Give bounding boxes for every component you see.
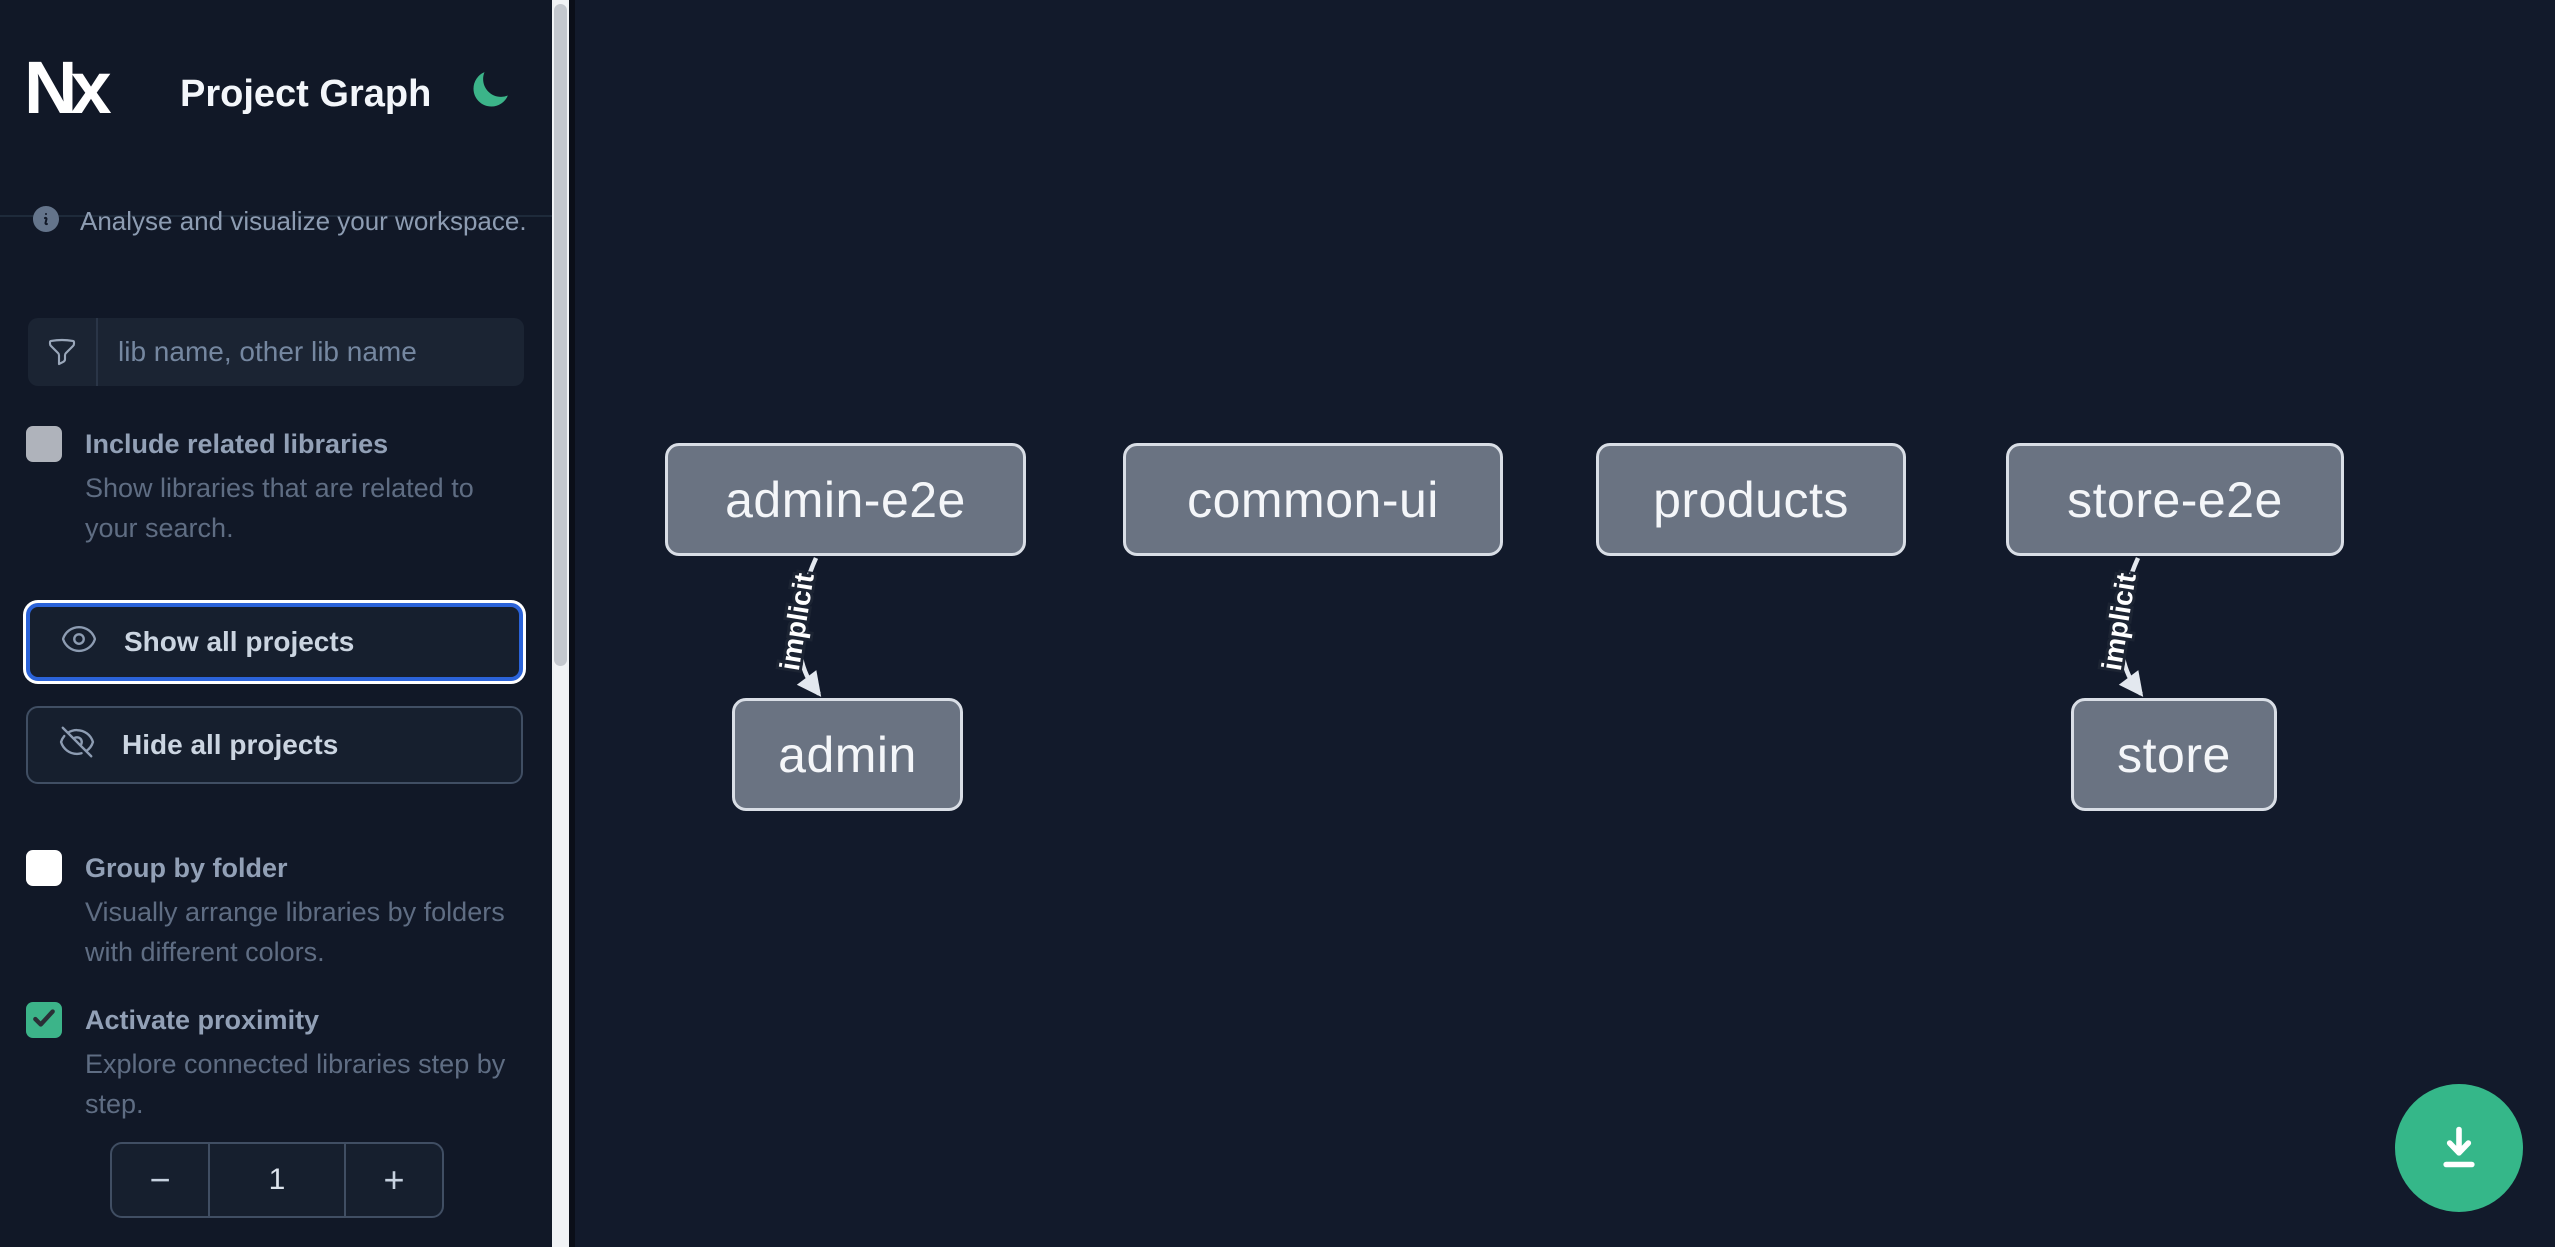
- hide-all-projects-button[interactable]: Hide all projects: [26, 706, 523, 784]
- include-related-label[interactable]: Include related libraries: [85, 429, 389, 459]
- edge-layer: implicit implicit: [771, 557, 2145, 697]
- option-group-by-folder: Group by folder Visually arrange librari…: [26, 848, 531, 972]
- option-activate-proximity: Activate proximity Explore connected lib…: [26, 1000, 531, 1124]
- group-by-folder-label[interactable]: Group by folder: [85, 853, 288, 883]
- download-graph-button[interactable]: [2395, 1084, 2523, 1212]
- activate-proximity-description: Explore connected libraries step by step…: [85, 1049, 506, 1119]
- graph-node-store-e2e[interactable]: store-e2e: [2006, 443, 2344, 556]
- check-icon: [31, 1005, 57, 1036]
- hide-all-projects-label: Hide all projects: [122, 729, 339, 760]
- nx-logo: Nx: [24, 46, 112, 129]
- sidebar-scrollbar-thumb[interactable]: [554, 4, 567, 666]
- graph-node-admin-e2e[interactable]: admin-e2e: [665, 443, 1026, 556]
- show-all-projects-button[interactable]: Show all projects: [26, 603, 523, 681]
- graph-node-store[interactable]: store: [2071, 698, 2277, 811]
- eye-icon: [60, 620, 98, 665]
- stepper-value: 1: [208, 1144, 346, 1216]
- workspace-tagline-row: Analyse and visualize your workspace.: [30, 203, 527, 240]
- edge-label: implicit: [2096, 571, 2142, 673]
- download-icon: [2431, 1119, 2487, 1178]
- activate-proximity-label[interactable]: Activate proximity: [85, 1005, 320, 1035]
- moon-icon: [468, 72, 512, 115]
- graph-node-admin[interactable]: admin: [732, 698, 963, 811]
- option-include-related: Include related libraries Show libraries…: [26, 424, 531, 548]
- stepper-decrement-button[interactable]: −: [112, 1144, 208, 1216]
- workspace-tagline: Analyse and visualize your workspace.: [80, 206, 527, 236]
- sidebar-scrollbar-track[interactable]: [552, 0, 569, 1247]
- edge-admin-e2e-to-admin: [796, 557, 822, 697]
- search-box: [28, 318, 524, 386]
- group-by-folder-checkbox[interactable]: [26, 850, 62, 886]
- page-title: Project Graph: [180, 73, 432, 115]
- group-by-folder-description: Visually arrange libraries by folders wi…: [85, 897, 505, 967]
- graph-node-products[interactable]: products: [1596, 443, 1906, 556]
- proximity-stepper: − 1 +: [110, 1142, 444, 1218]
- include-related-checkbox[interactable]: [26, 426, 62, 462]
- graph-node-common-ui[interactable]: common-ui: [1123, 443, 1503, 556]
- stepper-increment-button[interactable]: +: [346, 1144, 442, 1216]
- edge-store-e2e-to-store: [2118, 557, 2144, 697]
- activate-proximity-checkbox[interactable]: [26, 1002, 62, 1038]
- graph-canvas[interactable]: implicit implicit admin-e2e common-ui pr…: [575, 0, 2555, 1247]
- info-icon: [30, 203, 62, 240]
- include-related-description: Show libraries that are related to your …: [85, 473, 474, 543]
- sidebar-canvas-divider: [569, 0, 575, 1247]
- sidebar: Nx Project Graph Analyse and visualize y…: [0, 0, 552, 1247]
- eye-slash-icon: [58, 723, 96, 768]
- show-all-projects-label: Show all projects: [124, 626, 355, 657]
- theme-toggle-button[interactable]: [468, 68, 512, 112]
- funnel-icon: [28, 318, 98, 386]
- search-input[interactable]: [98, 318, 524, 386]
- sidebar-header: Nx Project Graph: [0, 0, 552, 217]
- edge-label: implicit: [774, 571, 820, 673]
